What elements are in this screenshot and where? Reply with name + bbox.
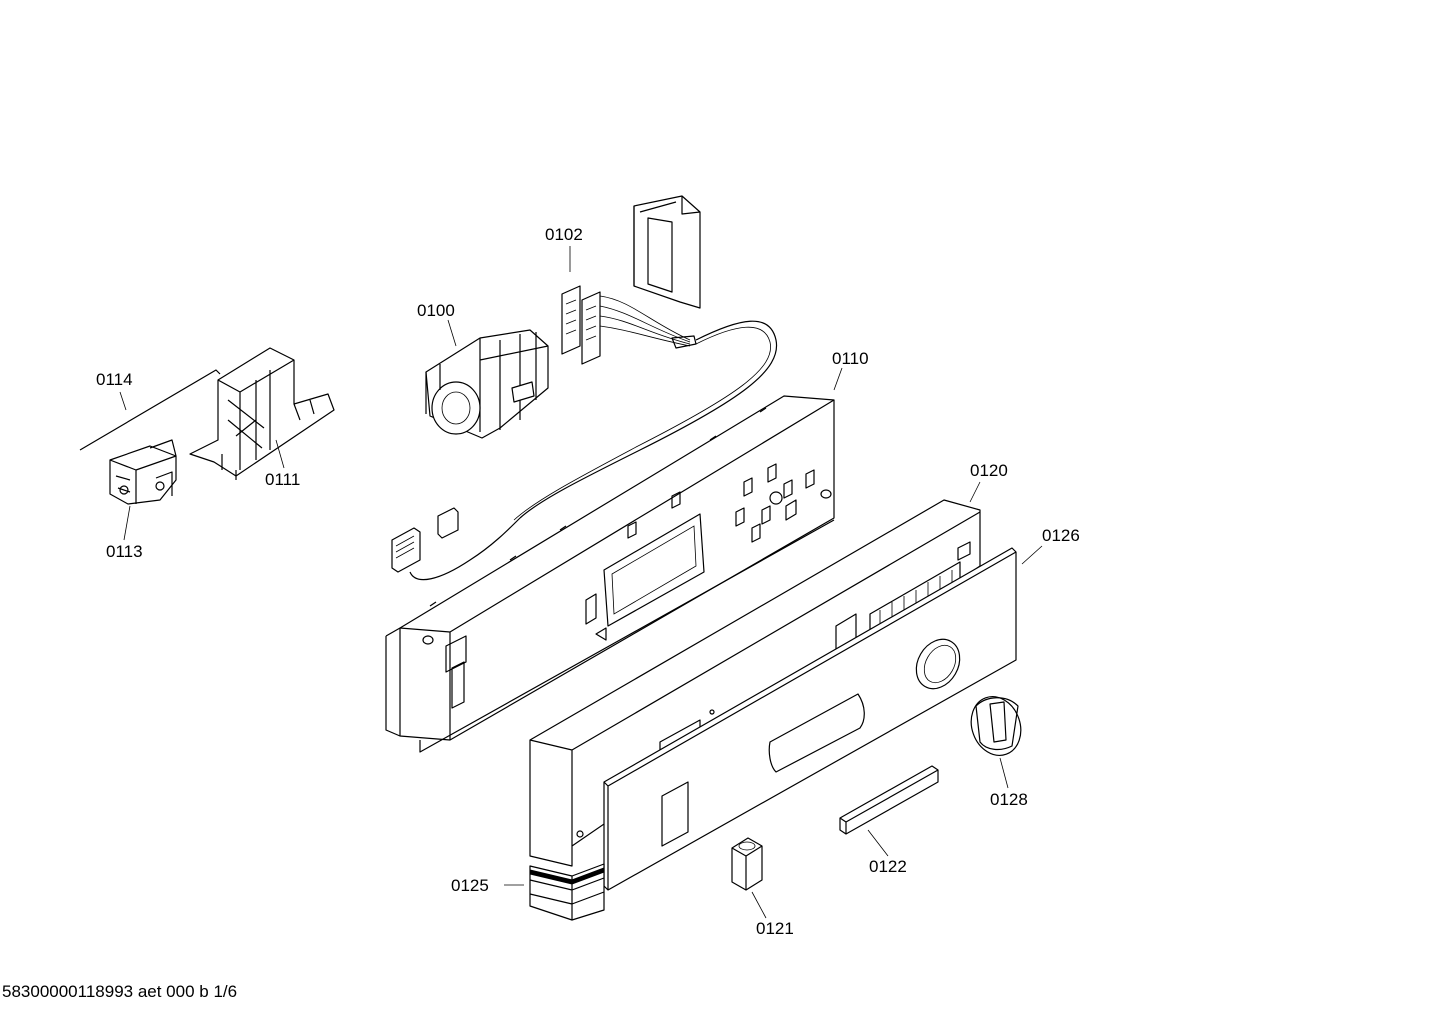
part-0114-rod [79, 369, 221, 451]
part-0113-switch [109, 439, 177, 505]
part-0126-front-cover [603, 547, 1017, 891]
label-0125: 0125 [451, 876, 489, 895]
label-0100: 0100 [417, 301, 455, 320]
part-0121-button [731, 837, 763, 891]
label-0102: 0102 [545, 225, 583, 244]
label-0110: 0110 [832, 349, 869, 368]
label-0121: 0121 [756, 919, 794, 938]
part-0128-knob [970, 696, 1022, 756]
leader-lines [119, 246, 1043, 919]
label-0126: 0126 [1042, 526, 1080, 545]
part-0125-spacers [529, 863, 605, 921]
part-0102-connector-box [633, 195, 701, 309]
label-0113: 0113 [106, 542, 143, 561]
label-0128: 0128 [990, 790, 1028, 809]
label-0122: 0122 [869, 857, 907, 876]
part-0111-bracket [189, 347, 335, 480]
label-0111: 0111 [265, 470, 301, 489]
document-id: 58300000118993 aet 000 b 1/6 [2, 982, 238, 1001]
part-0110-plug [391, 507, 521, 581]
part-0102-cable-connectors [513, 285, 778, 521]
part-0122-strip [839, 765, 939, 835]
label-0114: 0114 [96, 370, 133, 389]
part-0110-back-frame [385, 395, 835, 753]
label-0120: 0120 [970, 461, 1008, 480]
part-0100-control-module [425, 329, 549, 439]
